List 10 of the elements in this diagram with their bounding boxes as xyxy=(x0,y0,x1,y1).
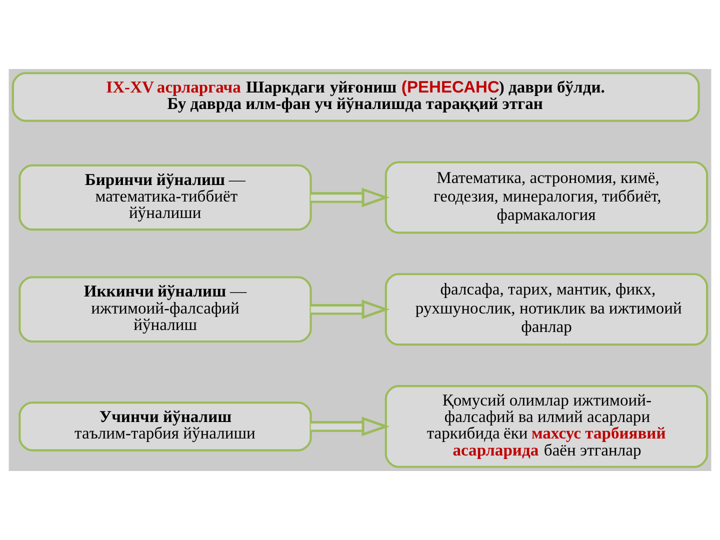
node-box: Иккинчи йўналиш — ижтимоий-фалсафий йўналиш xyxy=(18,276,312,343)
node-box: фалсафа, тарих, мантик, фикх, рухшунослик, нотиклик ва ижтимоий фанлар xyxy=(384,273,708,346)
arrow xyxy=(310,300,390,320)
arrow xyxy=(310,188,390,208)
arrow xyxy=(310,416,390,436)
node-box: Биринчи йўналиш — математика-тиббиёт йўналиши xyxy=(18,164,312,231)
node-box: IX-XV асрларгача Шаркдаги уйғониш (РЕНЕСАНС) даври бўлди. Бу даврда илм-фан уч йўналишда тараққий этган xyxy=(12,72,700,122)
node-box: Қомусий олимлар ижтимоий-фалсафий ва илмий асарлари таркибида ёки махсус тарбиявий асарларида баён этганлар xyxy=(384,385,708,468)
node-box: Учинчи йўналиш таълим-тарбия йўналиши xyxy=(18,402,312,452)
node-box: Математика, астрономия, кимё, геодезия, минералогия, тиббиёт, фармакалогия xyxy=(384,161,708,234)
